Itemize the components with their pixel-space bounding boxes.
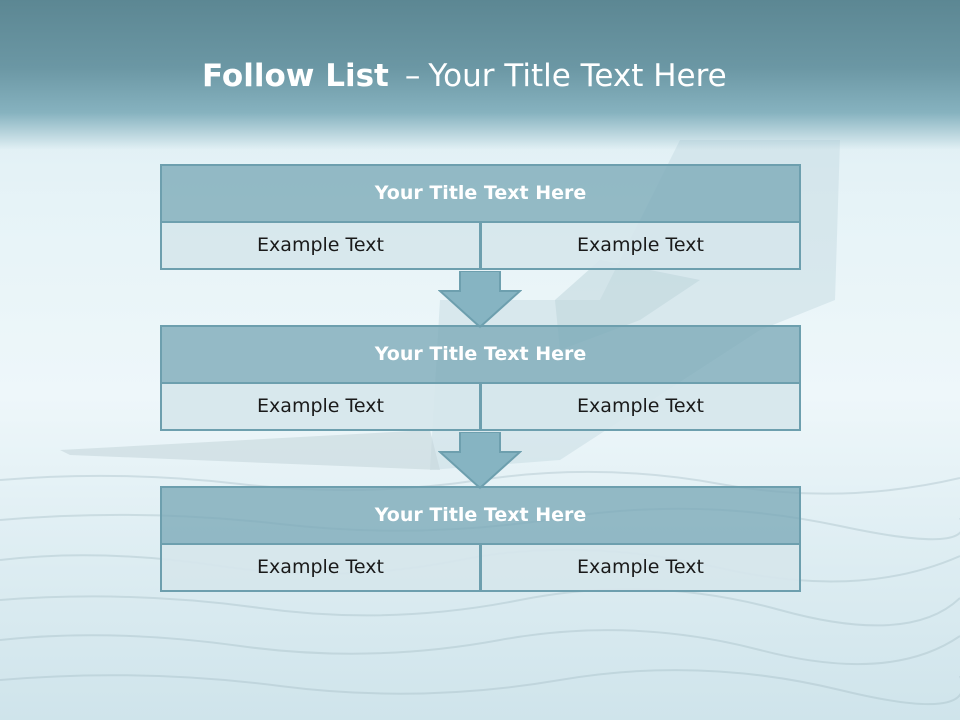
block-cell-right: Example Text xyxy=(480,382,801,431)
down-arrow-icon xyxy=(438,432,522,490)
list-block-1: Your Title Text Here Example Text Exampl… xyxy=(160,164,801,270)
block-title: Your Title Text Here xyxy=(160,486,801,545)
block-cell-left: Example Text xyxy=(160,221,481,270)
slide-title-bold: Follow List xyxy=(202,58,389,94)
block-title: Your Title Text Here xyxy=(160,325,801,384)
list-block-2: Your Title Text Here Example Text Exampl… xyxy=(160,325,801,431)
block-cell-left: Example Text xyxy=(160,382,481,431)
block-title: Your Title Text Here xyxy=(160,164,801,223)
slide-title-rest: Your Title Text Here xyxy=(428,58,727,94)
header-band xyxy=(0,0,960,150)
list-block-3: Your Title Text Here Example Text Exampl… xyxy=(160,486,801,592)
block-cell-right: Example Text xyxy=(480,221,801,270)
slide-title-dash: – xyxy=(404,58,421,94)
block-cell-right: Example Text xyxy=(480,543,801,592)
block-cell-left: Example Text xyxy=(160,543,481,592)
slide-title: Follow List–Your Title Text Here xyxy=(202,54,727,98)
down-arrow-icon xyxy=(438,271,522,329)
